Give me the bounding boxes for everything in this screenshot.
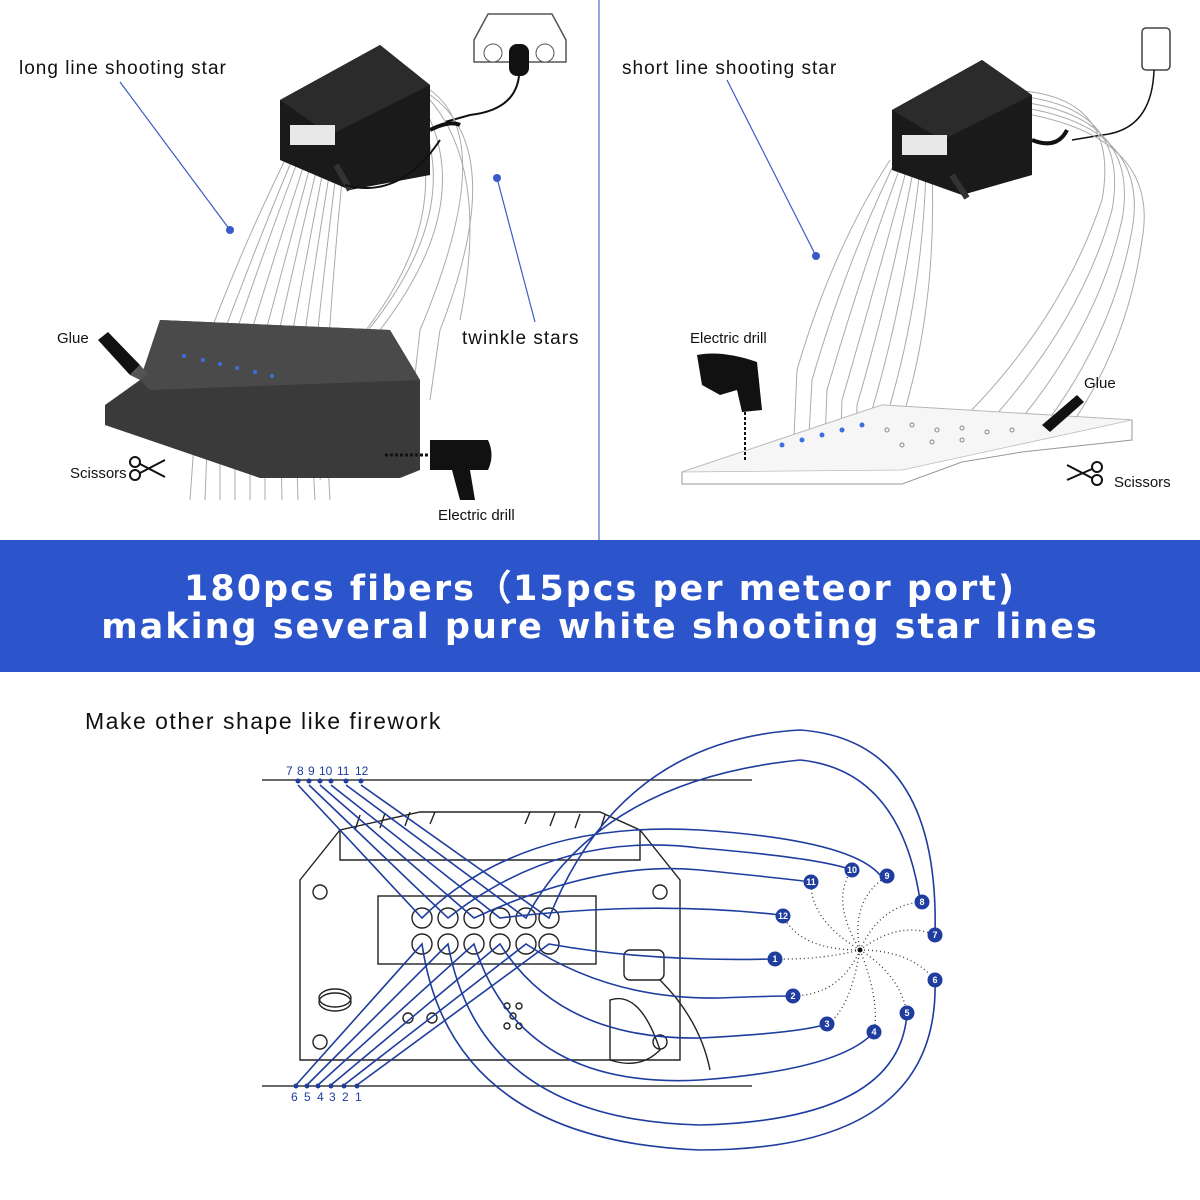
port-dots <box>293 778 364 1089</box>
twinkle-label: twinkle stars <box>462 328 580 349</box>
ceiling-board <box>105 320 420 478</box>
led-driver-box <box>892 60 1069 200</box>
svg-text:7: 7 <box>932 930 937 940</box>
badge-6: 6 <box>927 972 943 988</box>
short-line-panel: short line shooting star Electric drill … <box>602 0 1200 540</box>
port-label-8: 8 <box>297 764 304 778</box>
scissors-label: Scissors <box>1114 474 1171 491</box>
firework-title: Make other shape like firework <box>85 708 442 734</box>
bottom-port-numbers: 6 5 4 3 2 1 <box>291 1090 362 1104</box>
badge-7: 7 <box>927 927 943 943</box>
glue-tube-icon <box>1042 395 1084 432</box>
power-adapter-icon <box>444 13 567 123</box>
badge-10: 10 <box>844 862 860 878</box>
port-label-1: 1 <box>355 1090 362 1104</box>
short-line-illustration <box>681 27 1171 486</box>
fiber-bundle <box>189 89 474 501</box>
led-driver-box <box>280 45 461 192</box>
scissors-icon <box>1066 461 1103 486</box>
banner-line-1: 180pcs fibers（15pcs per meteor port) <box>183 569 1016 609</box>
banner-line-2: making several pure white shooting star … <box>101 607 1099 647</box>
port-label-7: 7 <box>286 764 293 778</box>
drill-label: Electric drill <box>438 507 515 524</box>
port-label-4: 4 <box>317 1090 324 1104</box>
short-line-title: short line shooting star <box>622 58 838 79</box>
top-port-numbers: 7 8 9 10 11 12 <box>286 764 369 778</box>
fiber-routes <box>295 729 936 1151</box>
badge-4: 4 <box>866 1024 882 1040</box>
drill-label: Electric drill <box>690 330 767 347</box>
svg-text:12: 12 <box>778 911 788 921</box>
port-label-9: 9 <box>308 764 315 778</box>
long-line-title: long line shooting star <box>19 58 227 79</box>
port-label-6: 6 <box>291 1090 298 1104</box>
svg-text:2: 2 <box>790 991 795 1001</box>
badge-9: 9 <box>879 868 895 884</box>
driver-device-outline <box>299 811 711 1071</box>
label-pointer <box>726 79 817 257</box>
svg-text:10: 10 <box>847 865 857 875</box>
badge-3: 3 <box>819 1016 835 1032</box>
port-label-5: 5 <box>304 1090 311 1104</box>
port-label-12: 12 <box>355 764 369 778</box>
power-plug-icon <box>1071 27 1171 141</box>
scissors-icon <box>129 456 166 481</box>
badge-2: 2 <box>785 988 801 1004</box>
long-line-illustration <box>98 13 567 501</box>
long-line-panel: long line shooting star Glue Scissors tw… <box>0 0 598 540</box>
ceiling-board <box>681 404 1133 485</box>
badge-5: 5 <box>899 1005 915 1021</box>
port-label-10: 10 <box>319 764 333 778</box>
info-banner: 180pcs fibers（15pcs per meteor port) mak… <box>0 540 1200 672</box>
svg-text:4: 4 <box>871 1027 876 1037</box>
label-pointers <box>119 81 536 323</box>
firework-dotted-rays <box>774 869 936 1033</box>
badge-8: 8 <box>914 894 930 910</box>
firework-center <box>857 947 863 953</box>
badge-11: 11 <box>803 874 819 890</box>
port-label-2: 2 <box>342 1090 349 1104</box>
glue-label: Glue <box>1084 375 1116 392</box>
port-label-3: 3 <box>329 1090 336 1104</box>
electric-drill-icon <box>697 353 762 460</box>
badge-12: 12 <box>775 908 791 924</box>
svg-text:9: 9 <box>884 871 889 881</box>
glue-tube-icon <box>98 332 148 380</box>
svg-text:8: 8 <box>919 897 924 907</box>
svg-text:11: 11 <box>806 877 816 887</box>
glue-label: Glue <box>57 330 89 347</box>
svg-text:5: 5 <box>904 1008 909 1018</box>
port-label-11: 11 <box>337 764 350 778</box>
electric-drill-icon <box>385 440 492 500</box>
svg-text:3: 3 <box>824 1019 829 1029</box>
fiber-bundle <box>791 89 1145 481</box>
badge-1: 1 <box>767 951 783 967</box>
svg-text:6: 6 <box>932 975 937 985</box>
svg-text:1: 1 <box>772 954 777 964</box>
scissors-label: Scissors <box>70 465 127 482</box>
panel-divider <box>598 0 600 540</box>
